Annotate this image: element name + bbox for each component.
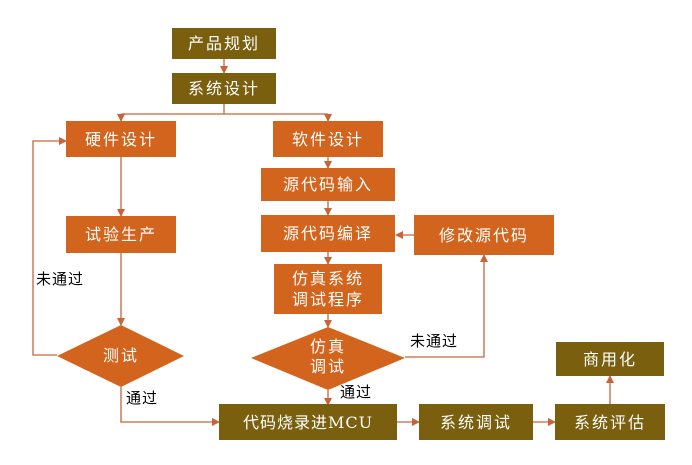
test-diamond (57, 325, 184, 387)
node-debug-program-line1: 仿真系统 (291, 269, 364, 288)
sim-debug-line2: 调试 (309, 357, 346, 376)
node-burn-mcu: 代码烧录进MCU (219, 404, 397, 440)
node-source-compile: 源代码编译 (261, 215, 395, 252)
node-trial-production: 试验生产 (66, 216, 176, 253)
test-diamond-label: 测试 (102, 346, 139, 365)
label-sw-pass: 通过 (340, 383, 373, 401)
sim-debug-line1: 仿真 (309, 337, 346, 356)
node-software-design: 软件设计 (273, 121, 383, 157)
node-debug-program-line2: 调试程序 (291, 290, 364, 309)
label-hw-fail: 未通过 (36, 270, 85, 288)
node-hardware-design: 硬件设计 (66, 121, 176, 157)
edge-sim-fail (405, 254, 488, 358)
edge-test-fail-loop (32, 137, 67, 356)
label-sw-fail: 未通过 (410, 332, 459, 350)
label-hw-pass: 通过 (126, 389, 159, 407)
sim-debug-diamond (251, 327, 405, 390)
node-source-input: 源代码输入 (261, 168, 395, 201)
sim-debug-diamond-label: 仿真 调试 (298, 337, 358, 377)
node-system-eval: 系统评估 (555, 404, 665, 440)
node-commercialize: 商用化 (556, 342, 664, 376)
node-system-debug: 系统调试 (419, 404, 533, 440)
edge-test-pass (120, 387, 220, 426)
node-modify-source: 修改源代码 (414, 215, 554, 255)
node-debug-program: 仿真系统 调试程序 (274, 264, 382, 314)
node-product-planning: 产品规划 (172, 28, 276, 59)
node-system-design: 系统设计 (172, 73, 276, 104)
